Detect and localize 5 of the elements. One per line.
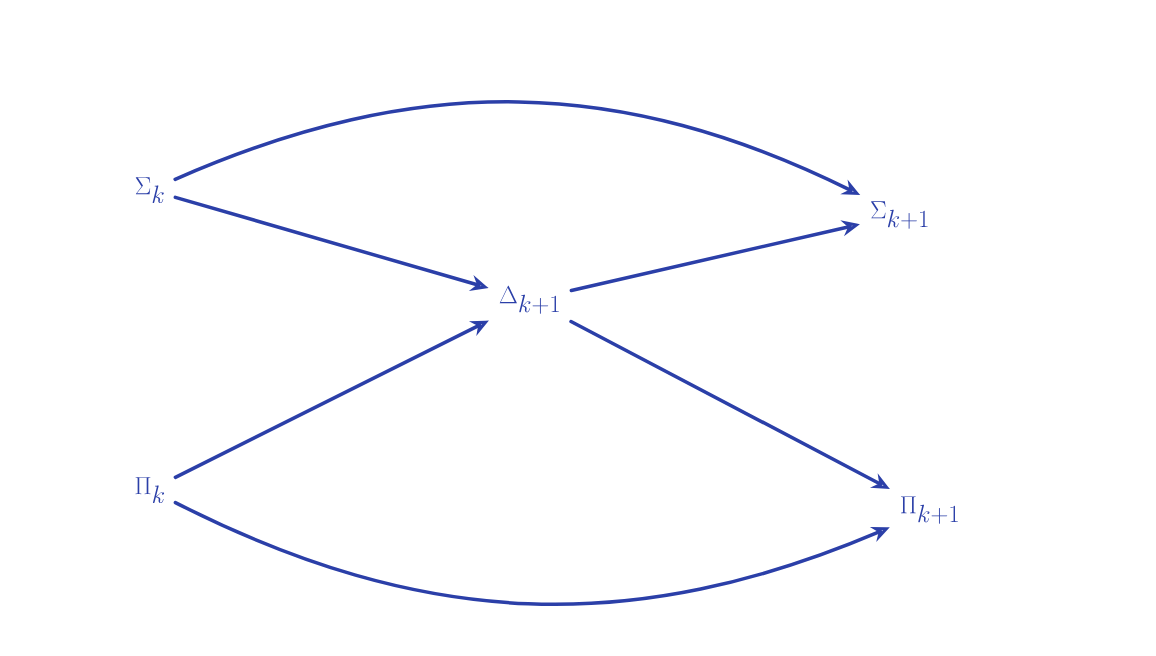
math-symbol: $\Sigma_{k+1}$ (871, 201, 928, 229)
math-symbol: $\Sigma_k$ (135, 177, 164, 204)
math-symbol: $\Pi_k$ (135, 477, 165, 504)
math-symbol: $\Delta_{k+1}$ (499, 285, 559, 314)
math-symbol: $\Pi_{k+1}$ (901, 496, 958, 524)
